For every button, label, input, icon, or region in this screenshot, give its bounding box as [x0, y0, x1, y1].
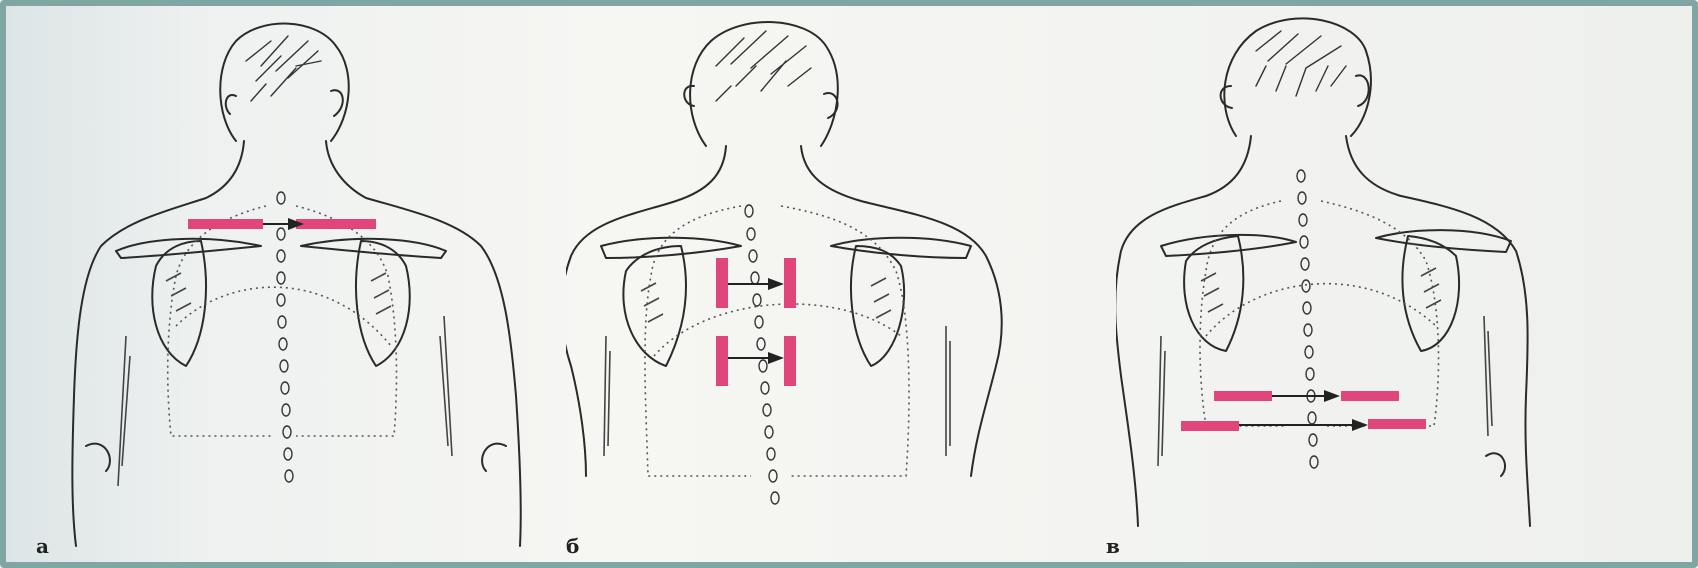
spine-vertebrae: [1297, 170, 1318, 468]
back-figure-b: [566, 22, 1002, 504]
panel-label-c: в: [1106, 534, 1120, 558]
marker-bar: [784, 258, 796, 308]
percussion-markers-c: [1181, 390, 1426, 431]
marker-bar: [188, 219, 263, 229]
marker-bar: [1368, 419, 1426, 429]
marker-bar: [1214, 391, 1272, 401]
arrow-head-icon: [1324, 390, 1340, 402]
right-lung-border: [781, 206, 909, 476]
arrow-head-icon: [768, 278, 784, 290]
head-outline: [1224, 18, 1371, 136]
marker-bar: [296, 219, 376, 229]
panel-a: [26, 6, 566, 562]
right-clavicle: [831, 238, 971, 258]
percussion-markers-b: [716, 258, 796, 386]
spine-vertebrae: [277, 192, 293, 482]
head-outline: [690, 22, 838, 146]
arrow-head-icon: [1352, 419, 1368, 431]
panel-label-a: а: [36, 534, 49, 558]
hair-strands: [716, 31, 811, 101]
right-scapula: [356, 241, 410, 366]
head-outline: [220, 24, 348, 141]
hair-strands: [246, 36, 321, 101]
right-scapula: [1402, 236, 1459, 351]
back-figure-c: [1116, 18, 1530, 526]
arrow-head-icon: [768, 352, 784, 364]
body-outline: [72, 141, 244, 546]
ear-icon: [331, 90, 343, 116]
back-figure-a: [72, 24, 520, 546]
marker-bar: [716, 336, 728, 386]
left-clavicle: [601, 238, 741, 258]
right-scapula: [851, 246, 904, 366]
hair-strands: [1256, 31, 1346, 96]
panel-b: [566, 6, 1106, 562]
panel-c: [1116, 6, 1692, 562]
ear-icon: [1356, 75, 1369, 106]
body-outline: [566, 146, 726, 476]
right-clavicle: [1376, 230, 1511, 252]
marker-bar: [716, 258, 728, 308]
marker-bar: [1341, 391, 1399, 401]
left-scapula: [152, 241, 206, 366]
marker-bar: [784, 336, 796, 386]
body-outline: [1116, 136, 1251, 526]
panel-label-b: б: [566, 534, 579, 558]
left-scapula: [623, 246, 686, 366]
marker-bar: [1181, 421, 1239, 431]
